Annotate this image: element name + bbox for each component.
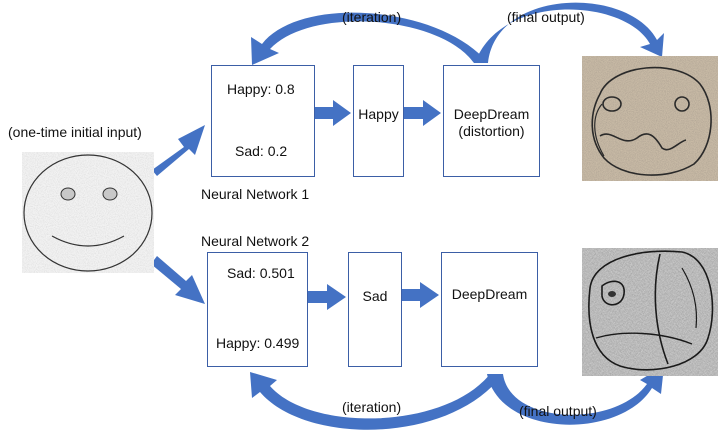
- nn1-score-to-prediction-arrow: [314, 100, 351, 126]
- nn1-score-a: Happy: 0.8: [227, 81, 295, 97]
- nn2-scores-box: [207, 252, 308, 367]
- nn2-name-label: Neural Network 2: [201, 233, 310, 249]
- nn2-deepdream-label: DeepDream: [451, 286, 528, 302]
- nn1-deepdream-box: [443, 65, 540, 177]
- nn2-prediction-label: Sad: [362, 288, 388, 304]
- bottom-iteration-label: (iteration): [342, 399, 402, 415]
- nn2-score-to-prediction-arrow: [308, 284, 346, 310]
- nn1-deepdream-label: DeepDream: [453, 106, 530, 122]
- input-face-image: [22, 152, 154, 273]
- nn1-name-label: Neural Network 1: [201, 186, 310, 202]
- nn1-prediction-label: Happy: [358, 106, 399, 122]
- nn2-score-a: Sad: 0.501: [227, 265, 295, 281]
- top-final-output-label: (final output): [507, 9, 585, 25]
- nn2-prediction-box: [348, 252, 402, 367]
- bottom-iteration-arc: [250, 372, 503, 430]
- bottom-output-image: [582, 248, 718, 376]
- nn1-score-b: Sad: 0.2: [235, 143, 288, 159]
- nn1-scores-box: [211, 65, 315, 177]
- input-to-nn2-arrow: [151, 256, 205, 304]
- nn1-prediction-to-dream-arrow: [404, 100, 441, 126]
- top-output-image: [582, 56, 718, 181]
- top-final-output-arc: [475, 2, 664, 63]
- nn1-deepdream-sublabel: (distortion): [458, 123, 525, 139]
- nn2-score-b: Happy: 0.499: [216, 335, 300, 351]
- input-to-nn1-arrow: [152, 125, 205, 176]
- top-iteration-label: (iteration): [342, 9, 402, 25]
- top-iteration-arc: [251, 12, 488, 65]
- nn2-deepdream-box: [441, 252, 538, 367]
- nn1-prediction-box: [353, 65, 404, 177]
- bottom-final-output-label: (final output): [519, 403, 597, 419]
- bottom-final-output-arc: [487, 366, 664, 425]
- nn2-prediction-to-dream-arrow: [402, 282, 439, 308]
- initial-input-label: (one-time initial input): [8, 124, 142, 140]
